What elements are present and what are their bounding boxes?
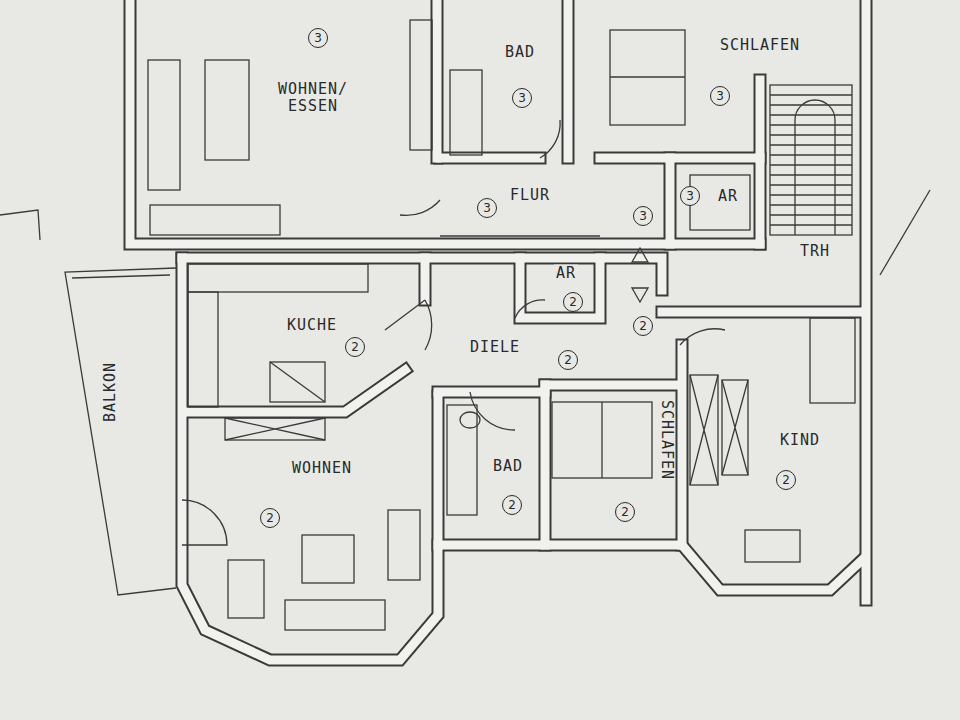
- room-name: AR: [716, 188, 740, 205]
- room-name: BAD: [491, 458, 525, 475]
- room-name: KIND: [778, 432, 822, 449]
- room-name: WOHNEN: [290, 460, 354, 477]
- room: KIND 2: [688, 318, 856, 588]
- room: BALKON: [62, 270, 172, 590]
- floor-number: 2: [502, 495, 522, 515]
- room: SCHLAFEN 3: [573, 0, 858, 155]
- room-name: BALKON: [102, 360, 119, 424]
- room: FLUR 3: [400, 160, 670, 238]
- room-name: FLUR: [508, 187, 552, 204]
- floor-number: 3: [477, 198, 497, 218]
- room-name: BAD: [503, 44, 537, 61]
- room: KUCHE 2: [188, 258, 423, 408]
- floor-number: 2: [345, 337, 365, 357]
- floor-number: 2: [633, 316, 653, 336]
- floor-number: 3: [633, 206, 653, 226]
- room: SCHLAFEN 2: [548, 390, 678, 530]
- room: AR 2: [522, 258, 600, 318]
- floor-number: 3: [710, 86, 730, 106]
- room: TRH: [762, 80, 858, 265]
- room-name: KUCHE: [285, 317, 339, 334]
- room: WOHNEN/ ESSEN 3: [138, 0, 433, 238]
- room-name: WOHNEN/ ESSEN: [276, 81, 350, 115]
- room: WOHNEN 2: [188, 418, 433, 648]
- room-name: SCHLAFEN: [718, 37, 802, 54]
- floor-number: 3: [680, 186, 700, 206]
- floor-number: 2: [615, 502, 635, 522]
- room: AR 3: [672, 160, 760, 238]
- floor-number: 2: [776, 470, 796, 490]
- floor-number: 2: [558, 350, 578, 370]
- room-name: DIELE: [468, 339, 522, 356]
- room-name: TRH: [798, 243, 832, 260]
- room: BAD 3: [442, 0, 565, 155]
- room: DIELE 2: [428, 258, 658, 393]
- floor-number: 2: [563, 292, 583, 312]
- room-name: AR: [554, 265, 578, 282]
- room-name: SCHLAFEN: [658, 398, 675, 482]
- floor-number: 3: [512, 88, 532, 108]
- room: BAD 2: [445, 398, 540, 538]
- floor-number: 2: [260, 508, 280, 528]
- floor-number: 3: [308, 28, 328, 48]
